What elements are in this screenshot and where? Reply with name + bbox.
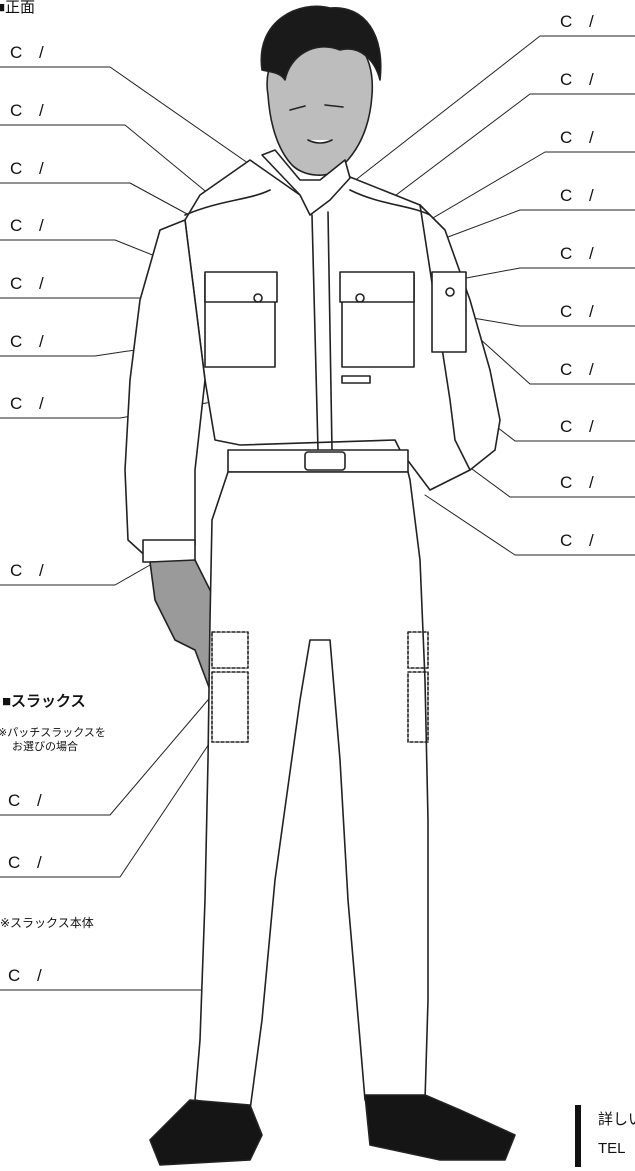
callout-left-8: C /: [10, 561, 50, 580]
trousers: [194, 471, 429, 1111]
callout-left-3: C /: [10, 159, 50, 178]
collar: [261, 149, 351, 216]
footer-line2: TEL: [598, 1140, 626, 1157]
callout-left-2: C /: [10, 101, 50, 120]
belt-buckle: [304, 451, 346, 471]
callout-left-4: C /: [10, 216, 50, 235]
left-sleeve: [124, 219, 206, 561]
footer-line1: 詳しい: [598, 1111, 635, 1128]
callout-right-5: C /: [560, 244, 600, 263]
slacks-callout-1: C /: [8, 791, 48, 810]
slacks-callout-3: C /: [8, 966, 48, 985]
callout-right-6: C /: [560, 302, 600, 321]
left-shoe: [149, 1099, 263, 1166]
slacks-body-note: ※スラックス本体: [0, 916, 94, 930]
callout-right-10: C /: [560, 531, 600, 550]
callout-right-2: C /: [560, 70, 600, 89]
callout-right-8: C /: [560, 417, 600, 436]
head: [260, 5, 382, 176]
callout-left-1: C /: [10, 43, 50, 62]
slacks-note-line1: ※パッチスラックスを: [0, 727, 106, 739]
callout-left-7: C /: [10, 394, 50, 413]
callout-right-1: C /: [560, 12, 600, 31]
footer-bar: [575, 1105, 581, 1167]
slacks-title: ■スラックス: [2, 693, 86, 710]
callout-right-9: C /: [560, 473, 600, 492]
callout-right-7: C /: [560, 360, 600, 379]
right-shoe: [364, 1094, 516, 1161]
section-title: ■正面: [0, 0, 36, 16]
callout-right-3: C /: [560, 128, 600, 147]
callout-left-5: C /: [10, 274, 50, 293]
slacks-note-line2: お選びの場合: [12, 741, 78, 753]
slacks-callout-2: C /: [8, 853, 48, 872]
callout-right-4: C /: [560, 186, 600, 205]
callout-left-6: C /: [10, 332, 50, 351]
